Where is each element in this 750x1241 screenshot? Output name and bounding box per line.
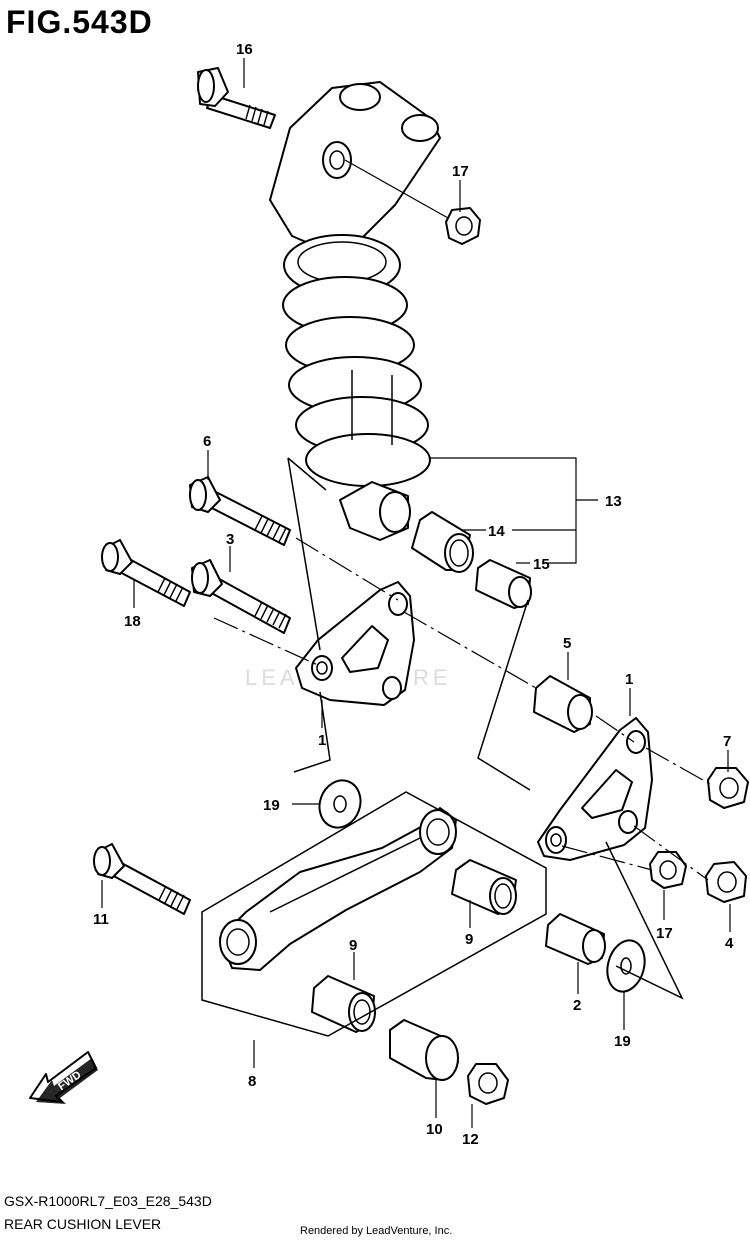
bolt-18[interactable] xyxy=(101,539,191,607)
nut-4[interactable] xyxy=(705,861,747,903)
footer-model-code: GSX-R1000RL7_E03_E28_543D xyxy=(4,1193,212,1209)
bolt-3[interactable] xyxy=(191,559,291,634)
cushion-lever-plate-right[interactable] xyxy=(537,717,653,861)
nut-12[interactable] xyxy=(467,1063,509,1105)
fwd-arrow-badge: FWD xyxy=(29,1051,98,1104)
callout-1-left: 1 xyxy=(318,732,326,749)
spacer-5[interactable] xyxy=(533,675,593,733)
callout-4: 4 xyxy=(725,935,734,952)
callout-9-lower: 9 xyxy=(349,937,357,954)
bearing-14[interactable] xyxy=(411,511,474,573)
callout-8: 8 xyxy=(248,1073,256,1090)
callout-leaders xyxy=(101,58,731,1128)
assembly-guides xyxy=(201,457,711,1037)
nut-17-lower[interactable] xyxy=(649,851,687,889)
callout-19-lower: 19 xyxy=(614,1033,631,1050)
callout-9-upper: 9 xyxy=(465,931,473,948)
callout-19-upper: 19 xyxy=(263,797,280,814)
callout-1-right: 1 xyxy=(625,671,633,688)
callout-17-lower: 17 xyxy=(656,925,673,942)
callout-11: 11 xyxy=(93,911,109,928)
footer-rendered-by: Rendered by LeadVenture, Inc. xyxy=(300,1225,453,1237)
nut-7[interactable] xyxy=(707,767,749,809)
callout-6: 6 xyxy=(203,433,211,450)
callout-18: 18 xyxy=(124,613,141,630)
callout-17-top: 17 xyxy=(452,163,469,180)
callout-7: 7 xyxy=(723,733,731,750)
callout-3: 3 xyxy=(226,531,234,548)
callout-5: 5 xyxy=(563,635,571,652)
callout-14: 14 xyxy=(488,523,505,540)
bolt-11[interactable] xyxy=(93,843,191,915)
bearing-9-upper[interactable] xyxy=(451,859,517,915)
shock-absorber[interactable] xyxy=(269,81,441,541)
bearing-9-lower[interactable] xyxy=(311,975,376,1033)
callout-12: 12 xyxy=(462,1131,479,1148)
callout-16: 16 xyxy=(236,41,253,58)
washer-19-lower[interactable] xyxy=(602,936,650,996)
bolt-6[interactable] xyxy=(189,476,291,546)
callout-15: 15 xyxy=(533,556,550,573)
spacer-15[interactable] xyxy=(475,559,532,609)
cushion-rod-8[interactable] xyxy=(219,807,457,971)
callout-13: 13 xyxy=(605,493,622,510)
cushion-lever-plate-left[interactable] xyxy=(295,581,415,706)
washer-19-upper[interactable] xyxy=(313,775,367,834)
nut-17-top[interactable] xyxy=(445,207,481,245)
bolt-16[interactable] xyxy=(197,67,276,129)
callout-10: 10 xyxy=(426,1121,443,1138)
spacer-2[interactable] xyxy=(545,913,606,965)
footer-section-name: REAR CUSHION LEVER xyxy=(4,1216,162,1232)
figure-title: FIG.543D xyxy=(6,4,153,40)
callout-2: 2 xyxy=(573,997,581,1014)
collar-10[interactable] xyxy=(389,1019,459,1081)
